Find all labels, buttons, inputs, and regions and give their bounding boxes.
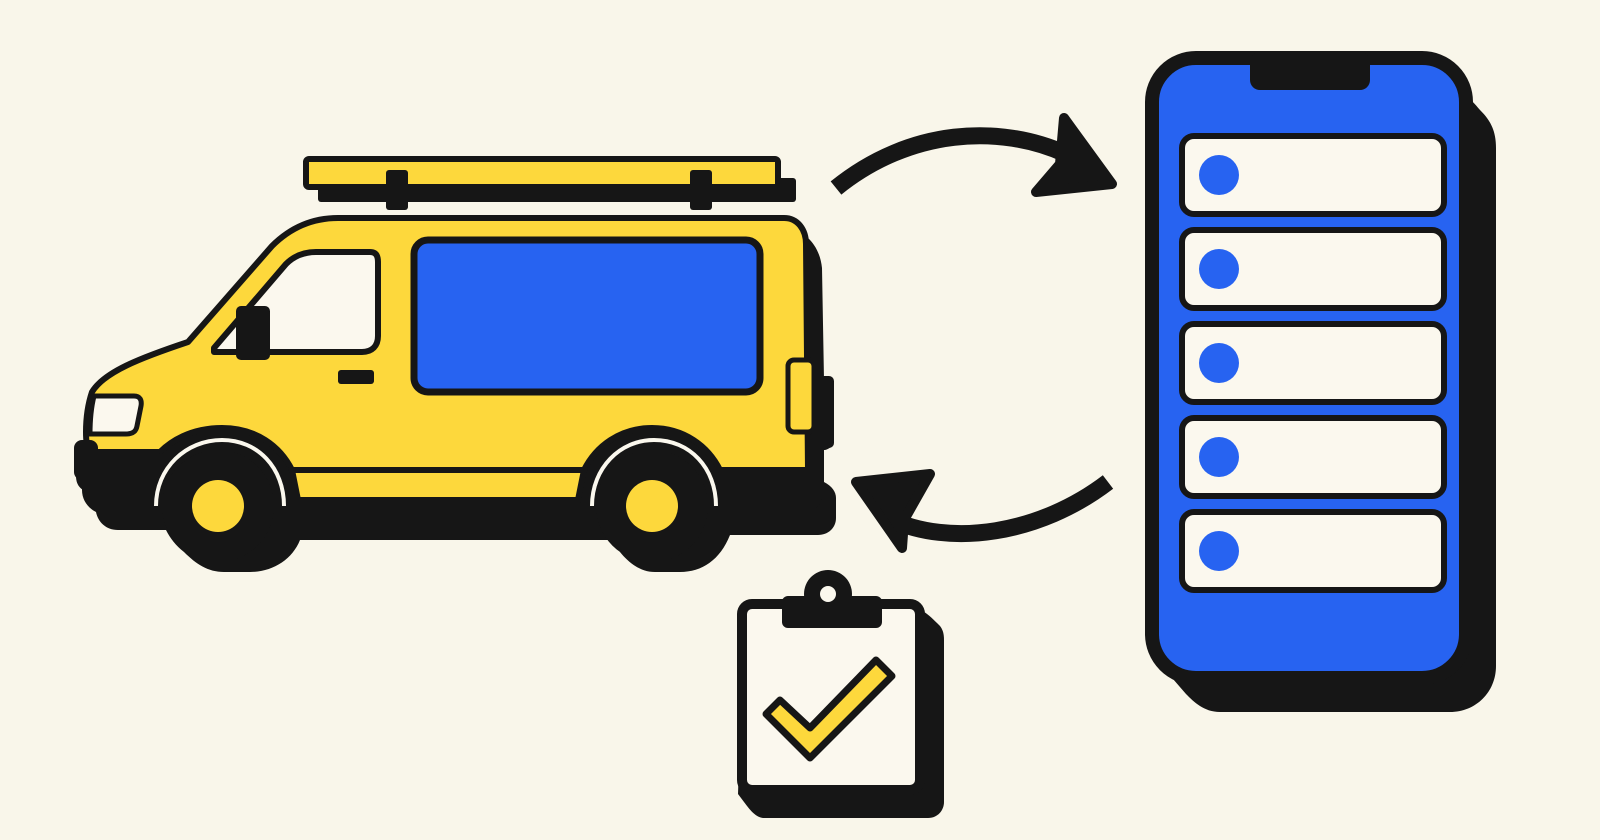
list-item[interactable]	[1179, 321, 1447, 405]
roof-rack	[303, 156, 781, 190]
front-wheel-arch	[154, 437, 286, 507]
list-item[interactable]	[1179, 415, 1447, 499]
roof-rack-mount-left	[386, 170, 408, 210]
list-item[interactable]	[1179, 509, 1447, 593]
door-handle	[338, 370, 374, 384]
side-window	[410, 236, 764, 396]
arrow-left-head	[851, 469, 935, 553]
van-skirt-rear	[720, 470, 822, 510]
clipboard-check-icon	[737, 570, 944, 818]
clipboard-clip-hole	[820, 586, 836, 602]
list-item[interactable]	[1179, 133, 1447, 217]
list-item-dot	[1199, 531, 1239, 571]
rear-wheel-arch	[590, 437, 718, 507]
list-item-card	[1179, 227, 1447, 311]
list-item-card	[1179, 321, 1447, 405]
van-bumper-front	[74, 440, 98, 480]
arrow-right-head	[1031, 113, 1117, 197]
arrow-right-shaft	[830, 127, 1070, 195]
clipboard-board	[737, 599, 925, 795]
list-item-dot	[1199, 155, 1239, 195]
check-mark	[762, 656, 896, 762]
curved-arrow-right-icon	[830, 113, 1117, 197]
van-skirt-mid	[288, 467, 588, 503]
delivery-van-icon	[74, 156, 836, 572]
headlight	[87, 393, 144, 437]
list-item-card	[1179, 133, 1447, 217]
list-item-dot	[1199, 249, 1239, 289]
list-item[interactable]	[1179, 227, 1447, 311]
front-wheel-hub	[192, 480, 244, 532]
phone-notch	[1250, 52, 1370, 90]
list-item-dot	[1199, 437, 1239, 477]
rear-bumper-step	[818, 376, 834, 448]
tail-light	[785, 357, 817, 435]
list-item-card	[1179, 509, 1447, 593]
rear-wheel-hub	[626, 480, 678, 532]
curved-arrow-left-icon	[851, 469, 1114, 553]
side-mirror	[236, 306, 270, 360]
list-item-card	[1179, 415, 1447, 499]
phone-list	[1179, 133, 1447, 593]
roof-rack-mount-right	[690, 170, 712, 210]
list-item-dot	[1199, 343, 1239, 383]
smartphone-icon	[1145, 51, 1496, 712]
arrow-left-shaft	[884, 475, 1114, 543]
